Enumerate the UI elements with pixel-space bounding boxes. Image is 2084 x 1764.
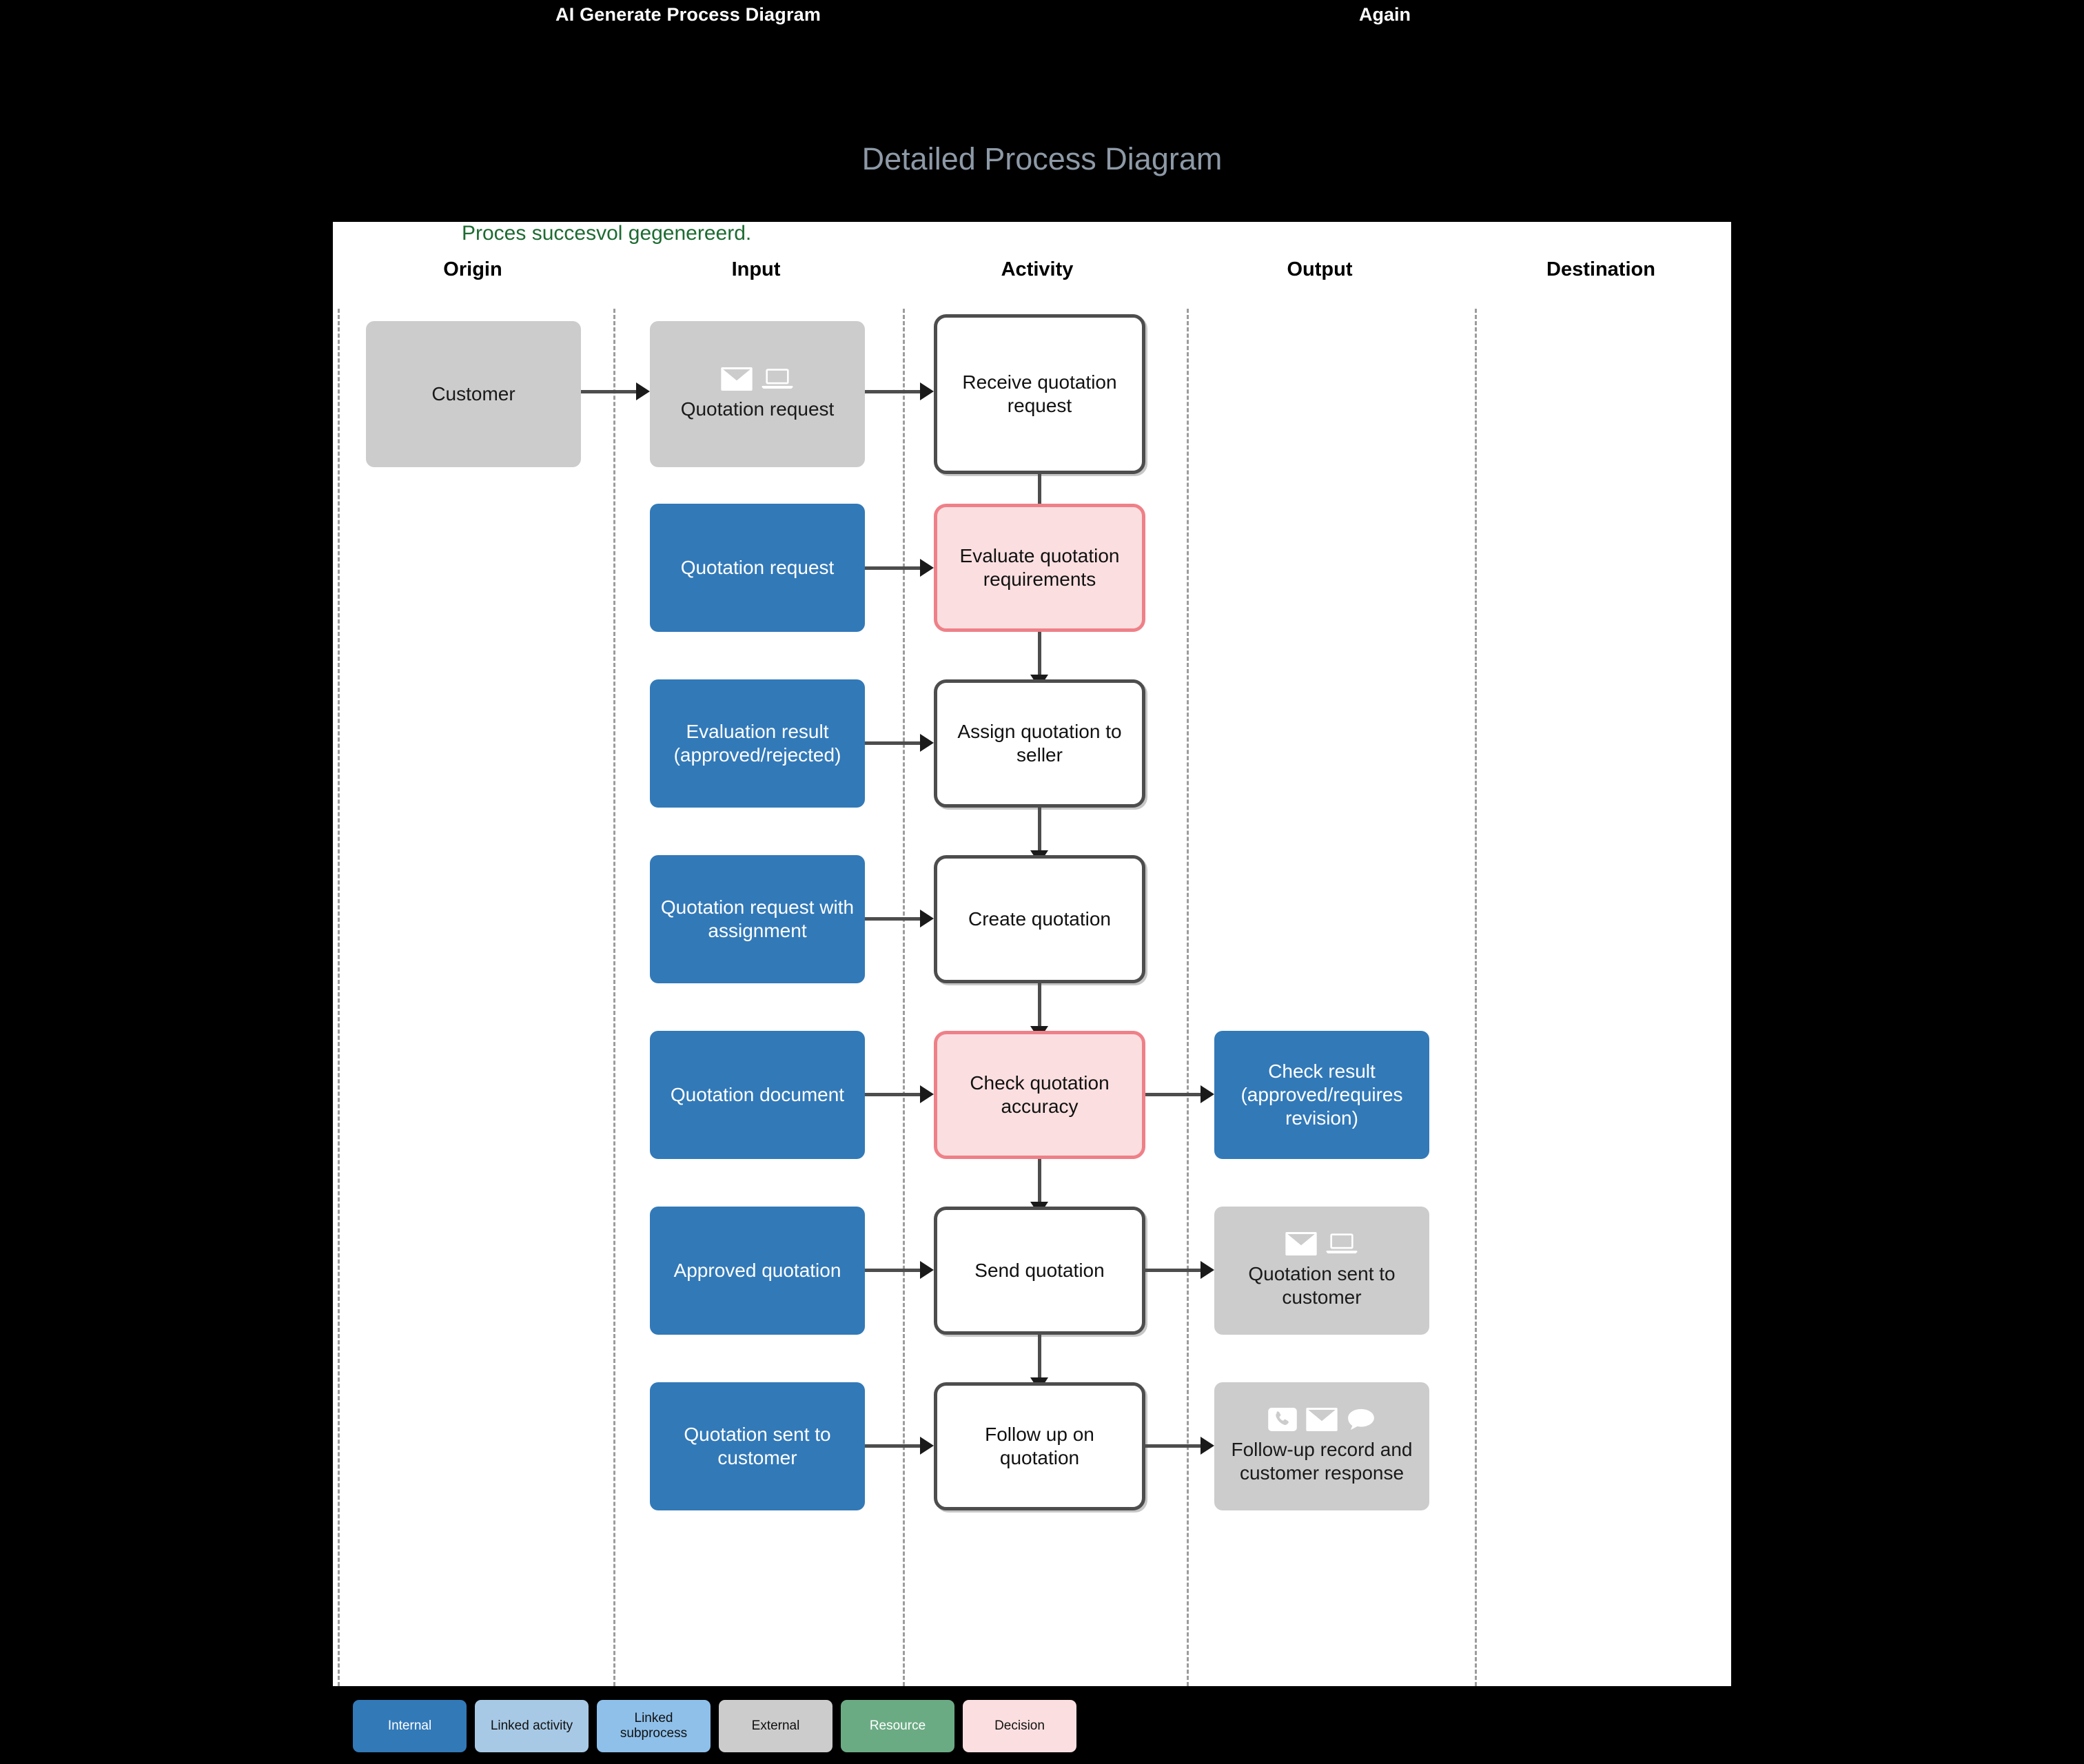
status-message: Proces succesvol gegenereerd. xyxy=(462,222,752,245)
lane-separator-3 xyxy=(1187,309,1189,1686)
node-activity-check-quotation-accuracy[interactable]: Check quotation accuracy xyxy=(934,1031,1145,1159)
node-label: Quotation request xyxy=(680,556,835,578)
phone-icon xyxy=(1267,1407,1298,1431)
envelope-icon xyxy=(1306,1407,1338,1431)
node-output-quotation-sent-to-customer[interactable]: Quotation sent to customer xyxy=(1214,1207,1429,1335)
node-output-follow-up-record[interactable]: Follow-up record and customer response xyxy=(1214,1382,1429,1510)
node-label: Approved quotation xyxy=(673,1259,841,1281)
node-input-quotation-request-external[interactable]: Quotation request xyxy=(650,321,865,467)
external-icon-group xyxy=(721,367,794,391)
column-header-destination: Destination xyxy=(1546,258,1655,280)
lane-separator-0 xyxy=(338,309,340,1686)
node-activity-receive-quotation-request[interactable]: Receive quotation request xyxy=(934,314,1145,474)
legend-item-linked-activity[interactable]: Linked activity xyxy=(475,1700,589,1752)
legend-item-external[interactable]: External xyxy=(719,1700,832,1752)
app-topbar: AI Generate Process Diagram Again xyxy=(0,0,2084,41)
laptop-icon xyxy=(1325,1232,1358,1255)
column-header-origin: Origin xyxy=(443,258,502,280)
external-icon-group xyxy=(1267,1407,1376,1431)
node-input-quotation-request[interactable]: Quotation request xyxy=(650,504,865,632)
legend-label: Decision xyxy=(994,1718,1045,1733)
node-label: Follow up on quotation xyxy=(985,1423,1094,1468)
node-label: Check result (approved/requires revision… xyxy=(1240,1060,1403,1129)
node-activity-evaluate-quotation-requirements[interactable]: Evaluate quotation requirements xyxy=(934,504,1145,632)
laptop-icon xyxy=(761,367,794,391)
node-activity-create-quotation[interactable]: Create quotation xyxy=(934,855,1145,983)
legend-item-linked-subprocess[interactable]: Linked subprocess xyxy=(597,1700,711,1752)
external-icon-group xyxy=(1285,1231,1358,1255)
lane-separator-4 xyxy=(1475,309,1477,1686)
chat-icon xyxy=(1346,1408,1376,1431)
node-label: Receive quotation request xyxy=(962,371,1117,416)
node-input-quotation-document[interactable]: Quotation document xyxy=(650,1031,865,1159)
node-label: Evaluate quotation requirements xyxy=(959,544,1120,590)
lane-separator-1 xyxy=(613,309,615,1686)
legend: Internal Linked activity Linked subproce… xyxy=(353,1700,1076,1752)
node-activity-follow-up-on-quotation[interactable]: Follow up on quotation xyxy=(934,1382,1145,1510)
legend-item-internal[interactable]: Internal xyxy=(353,1700,467,1752)
node-label: Customer xyxy=(431,382,515,404)
envelope-icon xyxy=(1285,1231,1317,1255)
node-origin-customer[interactable]: Customer xyxy=(366,321,581,467)
node-label: Create quotation xyxy=(968,907,1112,930)
node-label: Assign quotation to seller xyxy=(957,720,1122,766)
legend-label: Internal xyxy=(387,1718,432,1733)
node-label: Send quotation xyxy=(974,1259,1105,1281)
node-input-approved-quotation[interactable]: Approved quotation xyxy=(650,1207,865,1335)
envelope-icon xyxy=(721,367,753,391)
node-label: Quotation sent to customer xyxy=(684,1423,831,1468)
node-label: Quotation request xyxy=(680,398,835,420)
node-label: Quotation document xyxy=(670,1083,845,1105)
node-label: Follow-up record and customer response xyxy=(1231,1438,1413,1484)
node-input-quotation-request-with-assignment[interactable]: Quotation request with assignment xyxy=(650,855,865,983)
column-header-activity: Activity xyxy=(1001,258,1074,280)
column-header-input: Input xyxy=(731,258,781,280)
lane-separator-2 xyxy=(903,309,905,1686)
legend-label: Linked subprocess xyxy=(620,1710,688,1741)
legend-label: External xyxy=(751,1718,800,1733)
node-output-check-result[interactable]: Check result (approved/requires revision… xyxy=(1214,1031,1429,1159)
column-header-output: Output xyxy=(1287,258,1353,280)
node-label: Quotation sent to customer xyxy=(1248,1262,1396,1308)
legend-item-resource[interactable]: Resource xyxy=(841,1700,954,1752)
again-button[interactable]: Again xyxy=(1359,4,1411,25)
node-label: Evaluation result (approved/rejected) xyxy=(673,720,841,766)
node-activity-assign-quotation-to-seller[interactable]: Assign quotation to seller xyxy=(934,679,1145,808)
node-label: Check quotation accuracy xyxy=(970,1071,1110,1117)
page-title: Detailed Process Diagram xyxy=(861,141,1223,176)
app-title: AI Generate Process Diagram xyxy=(555,4,821,25)
node-input-evaluation-result[interactable]: Evaluation result (approved/rejected) xyxy=(650,679,865,808)
node-activity-send-quotation[interactable]: Send quotation xyxy=(934,1207,1145,1335)
legend-label: Resource xyxy=(869,1718,926,1733)
legend-label: Linked activity xyxy=(490,1718,573,1733)
legend-item-decision[interactable]: Decision xyxy=(963,1700,1076,1752)
node-label: Quotation request with assignment xyxy=(660,896,855,941)
node-input-quotation-sent-to-customer[interactable]: Quotation sent to customer xyxy=(650,1382,865,1510)
